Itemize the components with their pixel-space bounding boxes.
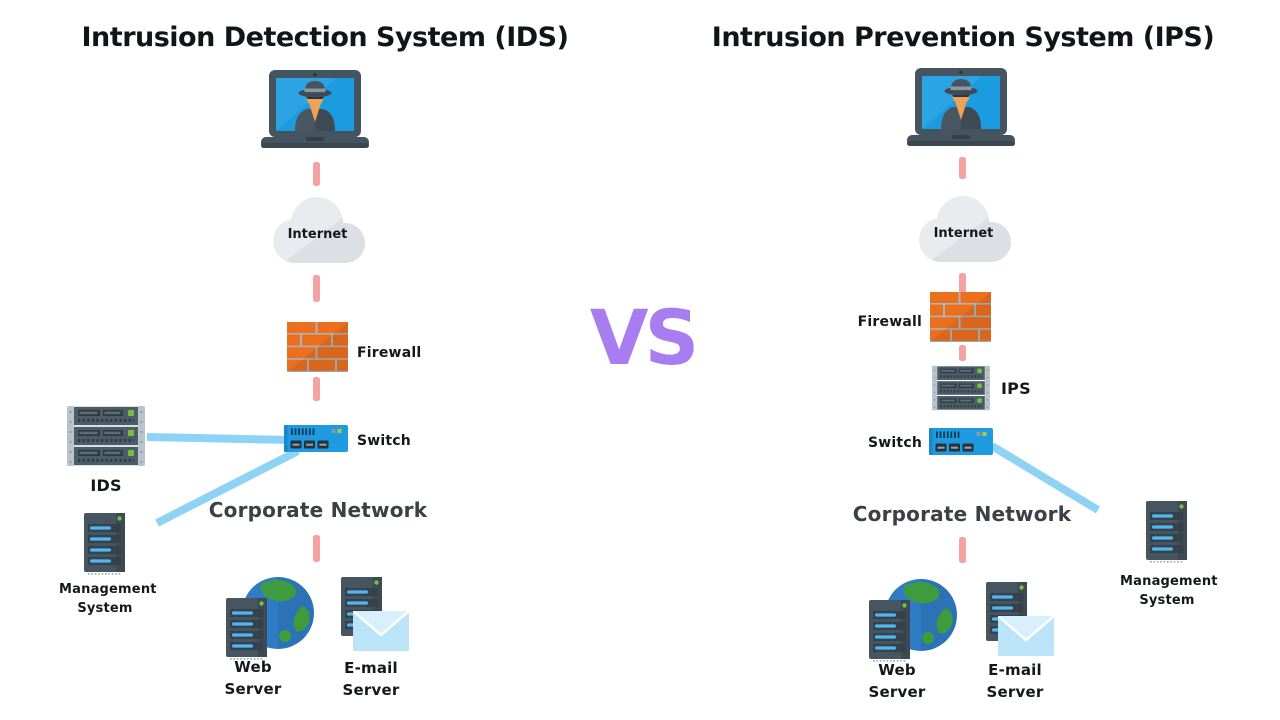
- management-label: Management System: [59, 582, 157, 616]
- web-server-icon: [225, 576, 314, 662]
- switch-label: Switch: [868, 435, 922, 451]
- email-server-icon: [985, 582, 1055, 662]
- email-server-label: E-mail Server: [342, 659, 400, 699]
- email-server-label: E-mail Server: [986, 661, 1044, 701]
- web-server-icon: [868, 578, 957, 664]
- internet-label: Internet: [287, 227, 348, 242]
- link-ids-to-switch: [146, 433, 293, 444]
- firewall-label: Firewall: [857, 314, 922, 330]
- link-switch-to-management-right: [989, 442, 1101, 514]
- switch-label: Switch: [357, 433, 411, 449]
- ips-label: IPS: [1001, 379, 1031, 398]
- connector-dash: [313, 275, 320, 302]
- internet-label: Internet: [933, 226, 994, 241]
- ips-rack-icon: [932, 364, 990, 412]
- vs-text: VS: [589, 293, 700, 382]
- ids-label: IDS: [90, 476, 122, 495]
- connector-dash: [313, 535, 320, 562]
- internet-cloud-icon: Internet: [267, 191, 368, 269]
- ips-title: Intrusion Prevention System (IPS): [711, 22, 1215, 53]
- firewall-label: Firewall: [357, 345, 422, 361]
- email-server-icon: [340, 577, 410, 657]
- connector-dash: [959, 157, 966, 179]
- switch-icon: [284, 425, 348, 452]
- hacker-laptop-icon: [261, 70, 369, 148]
- corporate-network-label: Corporate Network: [852, 502, 1072, 526]
- internet-cloud-icon: Internet: [913, 190, 1014, 268]
- connector-dash: [959, 273, 966, 299]
- ids-title: Intrusion Detection System (IDS): [81, 22, 569, 53]
- firewall-icon: [287, 322, 348, 372]
- connector-dash: [313, 162, 320, 186]
- management-server-icon: [83, 513, 126, 575]
- hacker-laptop-icon: [907, 68, 1015, 146]
- switch-icon: [929, 428, 993, 455]
- management-server-icon: [1145, 501, 1188, 563]
- connector-dash: [313, 377, 320, 401]
- ids-rack-icon: [67, 406, 145, 466]
- corporate-network-label: Corporate Network: [208, 498, 428, 522]
- web-server-label: Web Server: [868, 661, 926, 701]
- management-label: Management System: [1120, 574, 1218, 608]
- firewall-icon: [930, 292, 991, 342]
- web-server-label: Web Server: [224, 658, 282, 698]
- envelope-icon: [353, 611, 409, 651]
- envelope-icon: [998, 616, 1054, 656]
- connector-dash: [959, 537, 966, 563]
- connector-dash: [959, 345, 966, 361]
- link-switch-to-management-left: [155, 447, 300, 527]
